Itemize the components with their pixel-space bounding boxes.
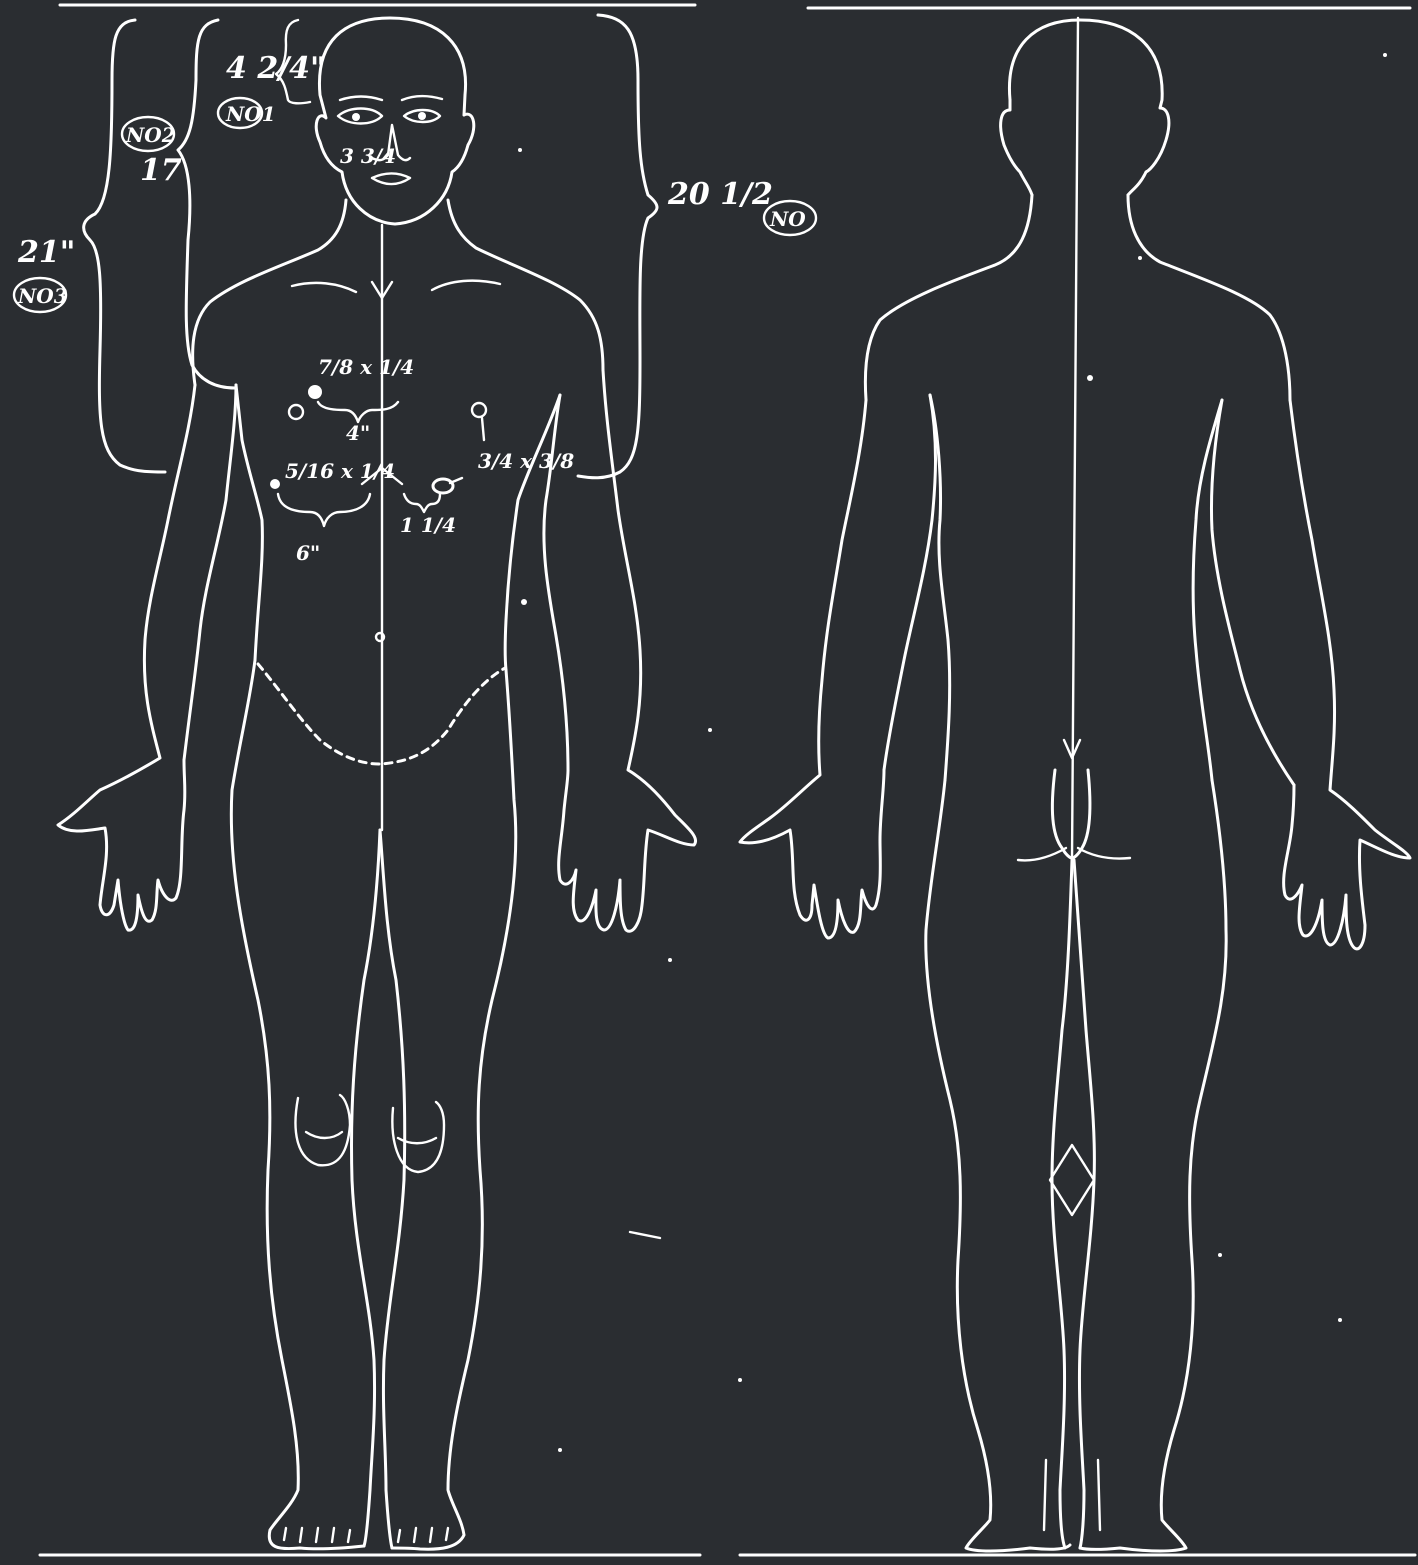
- nipple-right: [472, 403, 486, 417]
- right-brace: [578, 15, 657, 478]
- back-left-leg: [926, 780, 1070, 1551]
- front-left-knee: [295, 1095, 350, 1165]
- tag-no2: NO2: [125, 123, 176, 147]
- spacing-lower-label: 6": [296, 541, 320, 565]
- left-distance-label: 21": [17, 235, 75, 270]
- front-mouth: [372, 174, 410, 185]
- left-brace: [84, 20, 165, 472]
- wound-right: [433, 479, 453, 493]
- head-distance-label: 4 2/4": [226, 51, 326, 86]
- spacing-upper-label: 4": [346, 421, 370, 445]
- specks: [518, 53, 1387, 1452]
- back-right-leg: [1080, 780, 1226, 1551]
- back-spine: [1072, 18, 1078, 860]
- front-right-leg: [392, 670, 516, 1549]
- nipple-left: [289, 405, 303, 419]
- frame-lines: [40, 5, 1415, 1555]
- wound-right-label: 3/4 x 3/8: [478, 449, 574, 473]
- tag-no3: NO3: [17, 284, 68, 308]
- wound-upper-label: 7/8 x 1/4: [318, 355, 414, 379]
- back-figure: [740, 18, 1410, 1551]
- front-head: [316, 18, 474, 224]
- head-side-distance-label: 17: [140, 153, 182, 188]
- wound-left: [270, 479, 280, 489]
- tag-no1: NO1: [225, 102, 276, 126]
- back-left-arm: [740, 400, 884, 938]
- tag-right: NO: [769, 207, 806, 231]
- spacing-right-label: 1 1/4: [400, 513, 456, 537]
- front-left-eye: [338, 109, 382, 124]
- back-head: [1009, 20, 1168, 195]
- front-figure: [58, 18, 696, 1549]
- right-distance-label: 20 1/2: [667, 177, 773, 212]
- nose-note-label: 3 3/4: [340, 144, 396, 168]
- back-right-arm: [1284, 400, 1410, 949]
- wound-upper: [308, 385, 322, 399]
- front-right-arm: [559, 370, 696, 931]
